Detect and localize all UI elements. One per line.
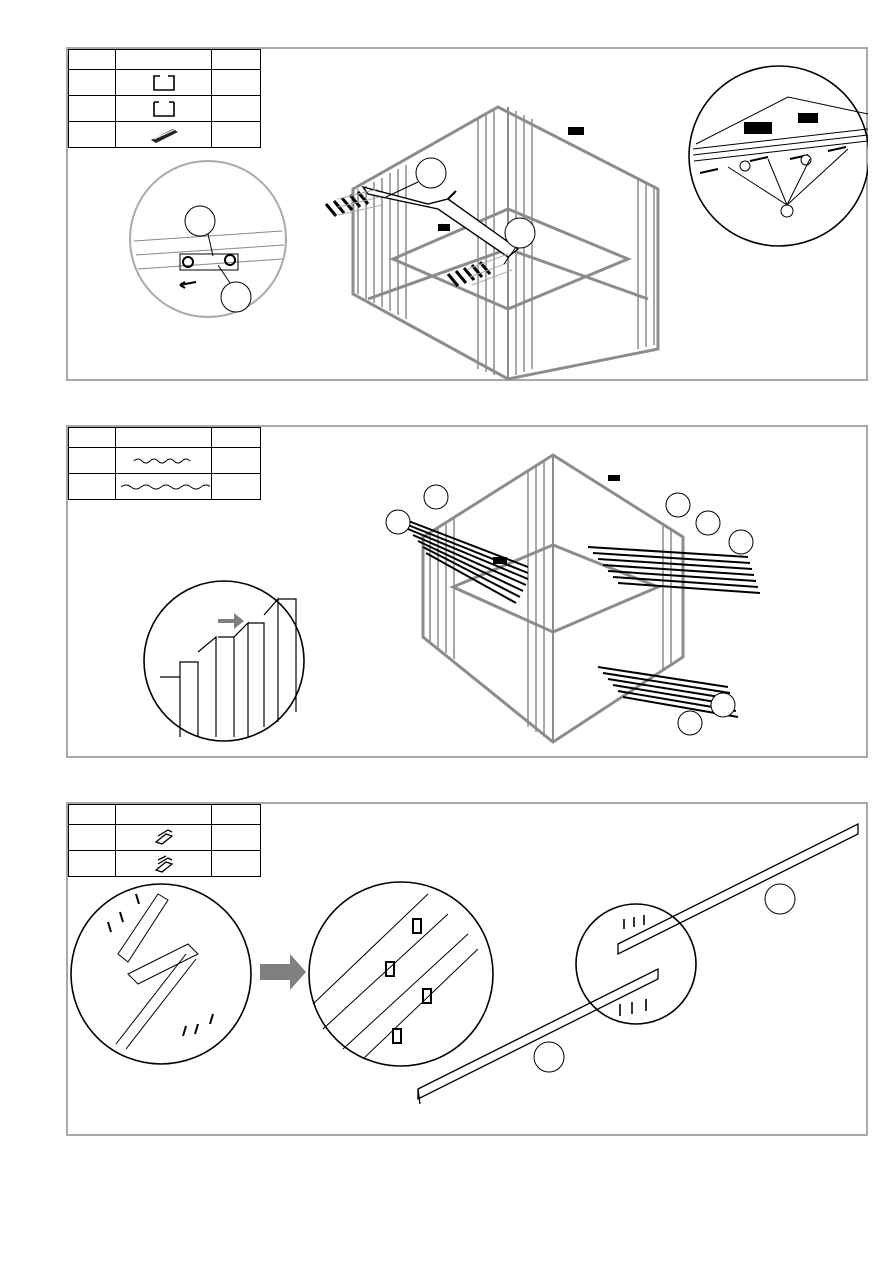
assembly-step-panel-2 [66, 425, 868, 758]
shed-frame-2 [423, 455, 683, 742]
detail-circle-right [689, 66, 868, 246]
detail-circle-clips [309, 882, 493, 1066]
detail-circle-panels [144, 581, 304, 741]
gutter-rails [418, 824, 858, 1104]
screw-cluster-right [448, 262, 490, 286]
screw-cluster-left [326, 192, 368, 216]
detail-circle-screws [71, 884, 251, 1064]
step-2-illustration [68, 427, 868, 758]
assembly-step-panel-3 [66, 802, 868, 1136]
step-3-illustration [68, 804, 868, 1136]
step-1-illustration [68, 49, 868, 381]
next-step-arrow [260, 954, 306, 990]
assembly-step-panel-1 [66, 47, 868, 381]
detail-circle-joint [576, 904, 696, 1024]
detail-circle-left [130, 161, 286, 317]
